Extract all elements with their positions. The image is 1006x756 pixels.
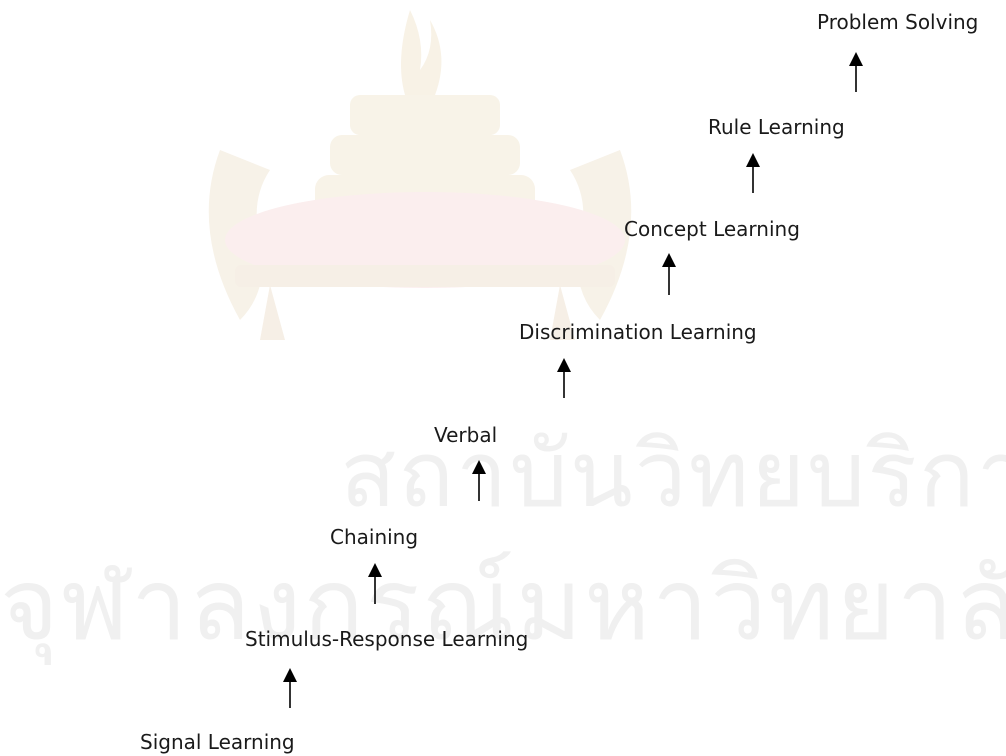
arrow-up-icon [368,563,382,604]
arrow-up-icon [557,358,571,398]
step-discrimination-learning: Discrimination Learning [519,320,757,344]
step-signal-learning: Signal Learning [140,730,295,754]
step-concept-learning: Concept Learning [624,217,800,241]
arrow-up-icon [662,253,676,295]
step-problem-solving: Problem Solving [817,10,979,34]
arrow-up-icon [472,460,486,501]
arrow-up-icon [849,52,863,92]
watermark-crest-icon [208,10,632,340]
watermark-text-university: จุฬาลงกรณ์มหาวิทยาลัย [0,546,1006,663]
arrow-up-icon [283,668,297,708]
arrow-up-icon [746,153,760,193]
step-stimulus-response-learning: Stimulus-Response Learning [245,627,529,651]
step-chaining: Chaining [330,525,419,549]
watermark-text-institute: สถาบันวิทยบริการ [340,421,1006,528]
step-verbal: Verbal [434,423,498,447]
step-rule-learning: Rule Learning [708,115,845,139]
